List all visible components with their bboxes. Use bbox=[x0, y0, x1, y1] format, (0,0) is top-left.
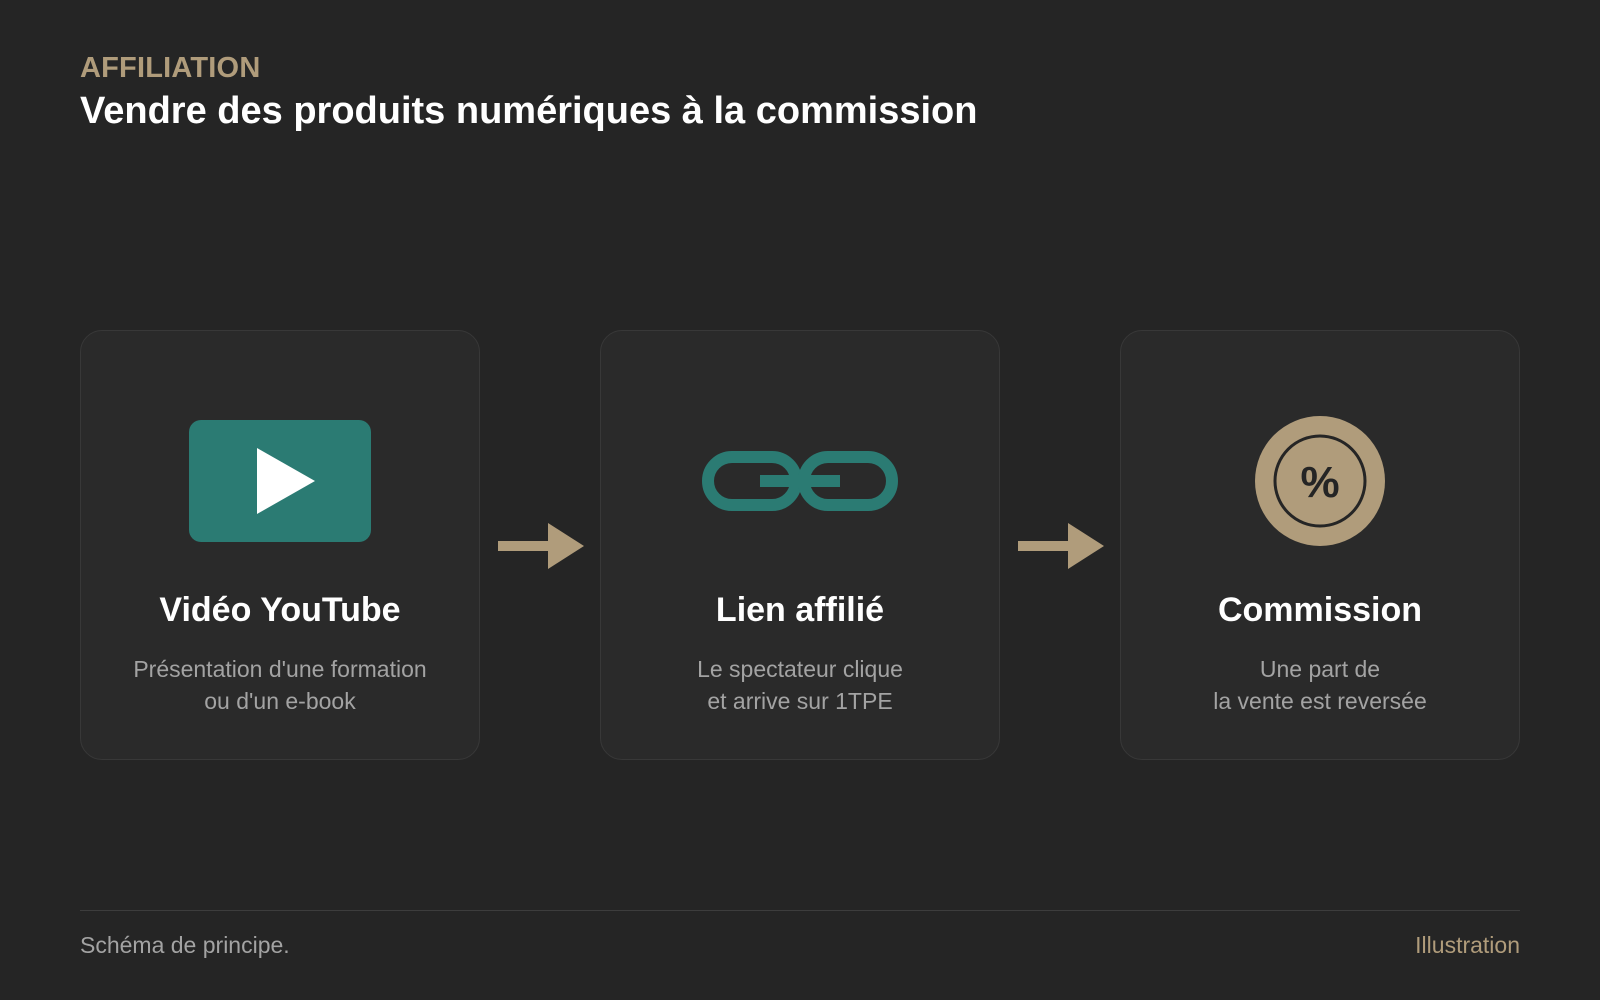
step-description-line: Le spectateur clique bbox=[697, 656, 903, 682]
footer-tag: Illustration bbox=[1415, 932, 1520, 958]
percent-coin-icon: % bbox=[1121, 411, 1519, 551]
video-play-icon bbox=[81, 411, 479, 551]
step-title: Lien affilié bbox=[715, 591, 885, 629]
chain-link-icon bbox=[601, 411, 999, 551]
page-title: Vendre des produits numériques à la comm… bbox=[80, 90, 978, 132]
step-description: Le spectateur clique et arrive sur 1TPE bbox=[621, 653, 979, 717]
step-description-line: Présentation d'une formation bbox=[133, 656, 427, 682]
arrow-right-icon bbox=[498, 523, 584, 569]
step-card-commission: % Commission Une part de la vente est re… bbox=[1120, 330, 1520, 760]
step-title: Vidéo YouTube bbox=[159, 591, 401, 629]
step-description-line: et arrive sur 1TPE bbox=[707, 688, 893, 714]
step-description-line: ou d'un e-book bbox=[204, 688, 356, 714]
footer-divider bbox=[80, 910, 1520, 911]
footer-caption: Schéma de principe. bbox=[80, 932, 290, 958]
step-description: Une part de la vente est reversée bbox=[1141, 653, 1499, 717]
step-card-video: Vidéo YouTube Présentation d'une formati… bbox=[80, 330, 480, 760]
percent-symbol: % bbox=[1300, 458, 1339, 507]
arrow-right-icon bbox=[1018, 523, 1104, 569]
step-card-link: Lien affilié Le spectateur clique et arr… bbox=[600, 330, 1000, 760]
step-description-line: Une part de bbox=[1259, 656, 1381, 682]
step-description: Présentation d'une formation ou d'un e-b… bbox=[101, 653, 459, 717]
section-eyebrow: AFFILIATION bbox=[80, 52, 261, 84]
step-description-line: la vente est reversée bbox=[1213, 688, 1427, 714]
step-title: Commission bbox=[1217, 591, 1423, 629]
